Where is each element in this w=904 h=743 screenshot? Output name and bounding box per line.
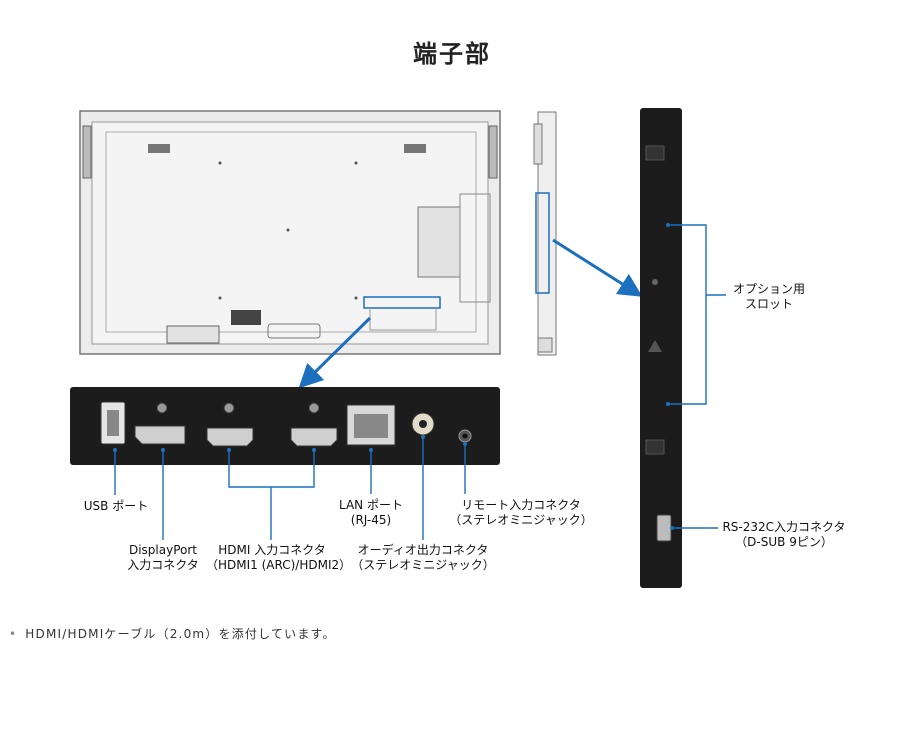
label-displayport: DisplayPort 入力コネクタ bbox=[127, 543, 199, 572]
label-lan-port: LAN ポート (RJ-45) bbox=[339, 498, 403, 527]
label-rs232c: RS-232C入力コネクタ （D-SUB 9ピン） bbox=[722, 520, 846, 549]
label-hdmi: HDMI 入力コネクタ （HDMI1 (ARC)/HDMI2） bbox=[206, 543, 352, 572]
label-remote-in: リモート入力コネクタ （ステレオミニジャック） bbox=[449, 498, 593, 527]
page-title: 端子部 bbox=[413, 40, 491, 68]
label-audio-out: オーディオ出力コネクタ （ステレオミニジャック） bbox=[351, 543, 495, 572]
terminal-panel bbox=[70, 387, 500, 465]
monitor-rear-view bbox=[79, 110, 501, 355]
note-bullet: • bbox=[9, 627, 18, 641]
label-usb-port: USB ポート bbox=[83, 499, 149, 513]
side-pointer-arrow bbox=[552, 238, 643, 297]
rear-pointer-arrow bbox=[298, 316, 372, 389]
cable-note: • HDMI/HDMIケーブル（2.0m）を添付しています。 bbox=[9, 625, 336, 642]
label-option-slot: オプション用 スロット bbox=[732, 282, 805, 311]
monitor-side-view bbox=[533, 111, 557, 356]
note-text: HDMI/HDMIケーブル（2.0m）を添付しています。 bbox=[25, 627, 336, 641]
callout-lines bbox=[114, 224, 726, 540]
side-panel bbox=[640, 108, 682, 588]
